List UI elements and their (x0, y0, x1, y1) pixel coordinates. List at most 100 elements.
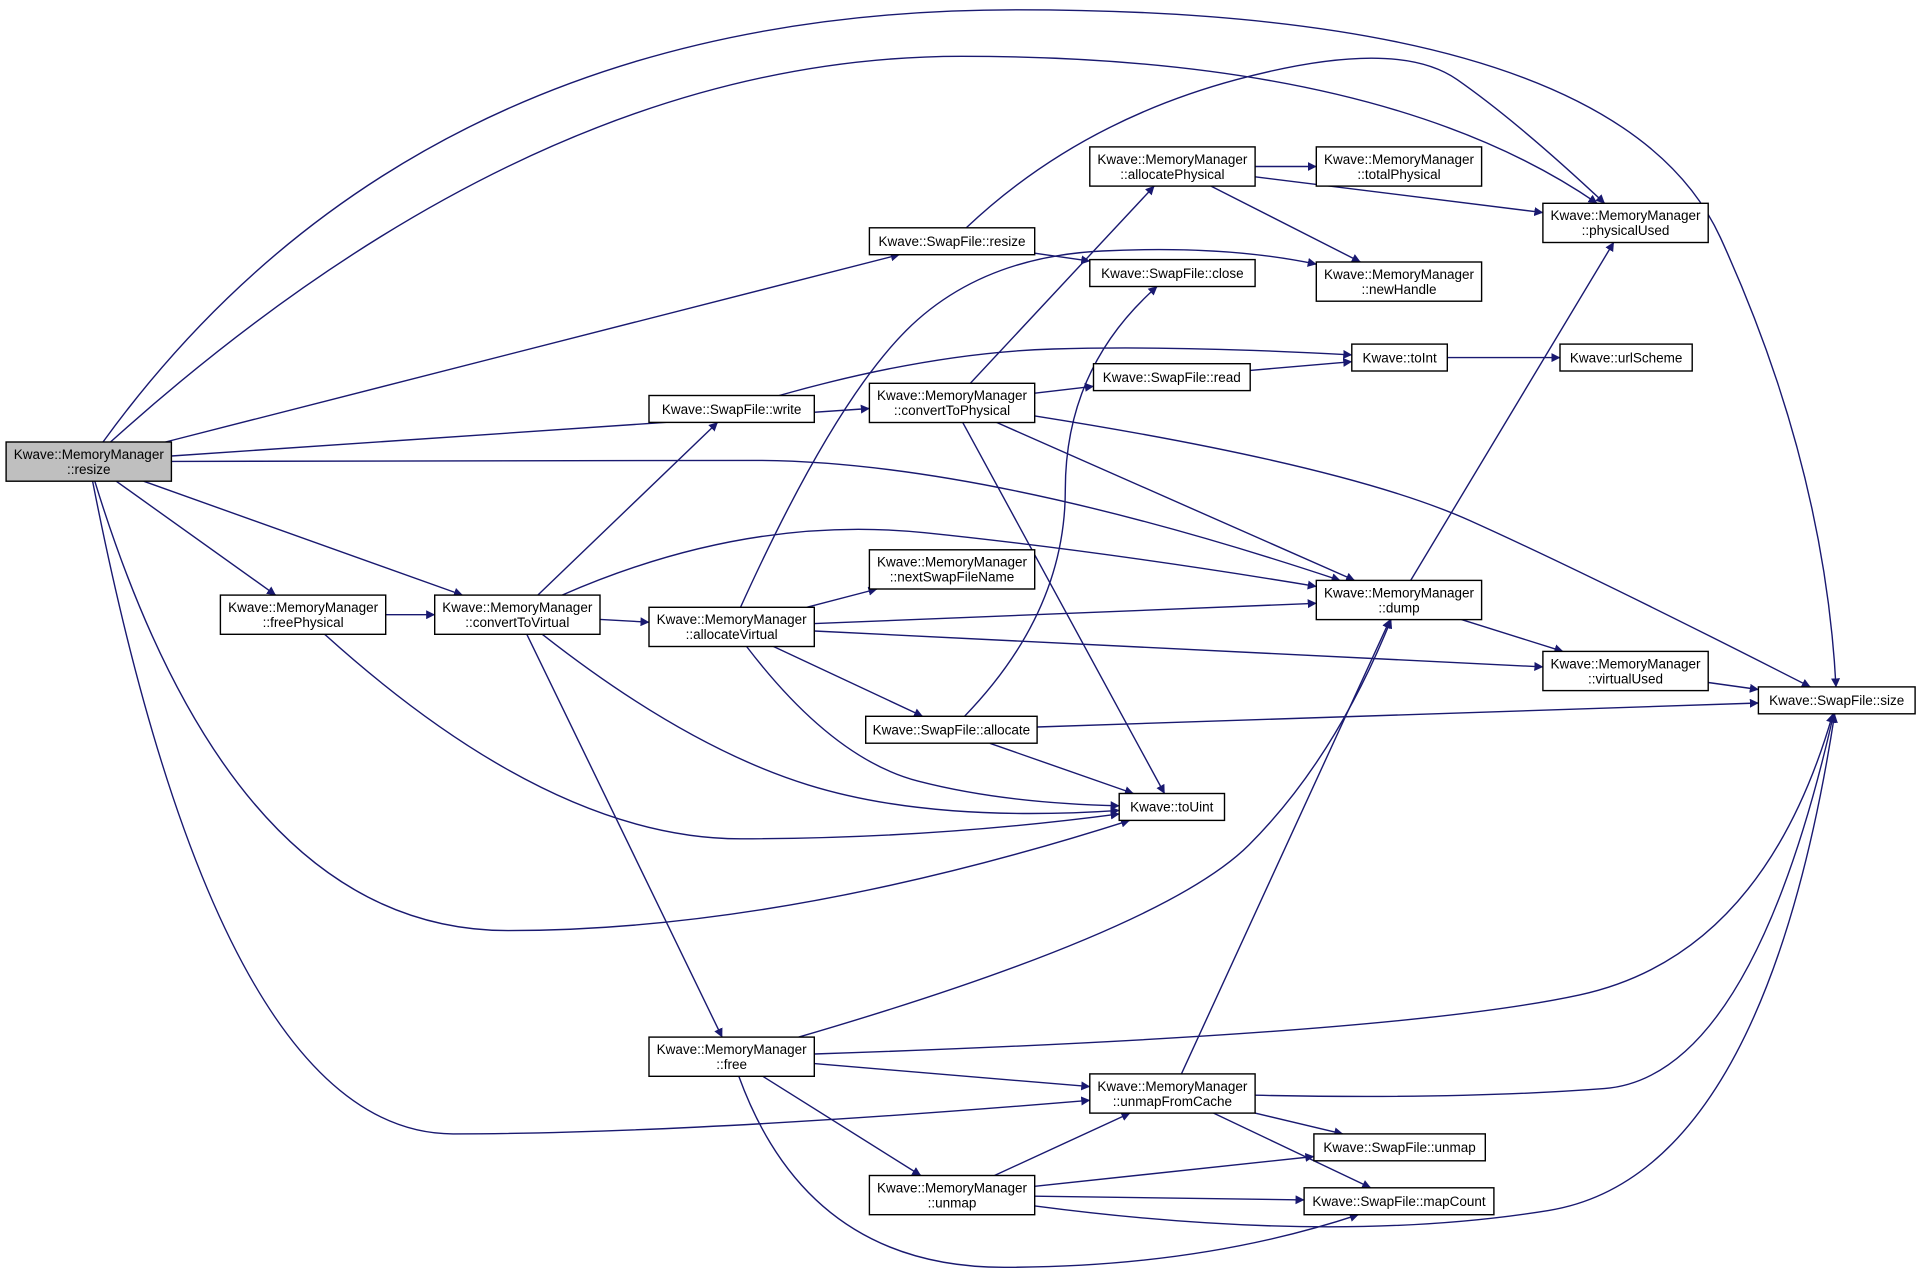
call-edge-mm_unmap-to-sf_unmap (1034, 1152, 1315, 1187)
node-sf_close[interactable]: Kwave::SwapFile::close (1089, 258, 1256, 288)
node-sf_allocate[interactable]: Kwave::SwapFile::allocate (865, 715, 1038, 744)
node-urlScheme[interactable]: Kwave::urlScheme (1559, 343, 1693, 372)
call-edge-mm_unmapFromCache-to-sf_size (1255, 713, 1837, 1098)
call-edge-sf_read-to-toInt (1250, 357, 1353, 372)
call-edge-mm_allocateVirtual-to-sf_allocate (773, 645, 924, 717)
node-label: ::resize (67, 462, 111, 477)
node-toInt[interactable]: Kwave::toInt (1351, 343, 1449, 372)
call-edge-sf_write-to-toInt (779, 347, 1353, 397)
call-edge-sf_resize-to-sf_close (1034, 252, 1091, 265)
call-edge-mm_free-to-mm_dump (798, 619, 1393, 1038)
node-label: Kwave::SwapFile::mapCount (1312, 1194, 1486, 1209)
node-mm_resize[interactable]: Kwave::MemoryManager::resize (5, 441, 173, 482)
node-box (1092, 363, 1251, 392)
call-edge-sf_allocate-to-sf_size (1037, 698, 1759, 728)
node-sf_size[interactable]: Kwave::SwapFile::size (1757, 686, 1916, 715)
call-edge-sf_allocate-to-toUint (989, 742, 1134, 795)
node-box (1757, 686, 1916, 715)
call-edge-mm_free-to-mm_unmap (762, 1075, 922, 1177)
node-sf_read[interactable]: Kwave::SwapFile::read (1092, 363, 1251, 392)
node-mm_nextSwapFileName[interactable]: Kwave::MemoryManager::nextSwapFileName (868, 549, 1036, 590)
node-box (1303, 1187, 1495, 1216)
node-label: Kwave::SwapFile::unmap (1323, 1140, 1475, 1155)
node-box (648, 1036, 816, 1077)
node-mm_free[interactable]: Kwave::MemoryManager::free (648, 1036, 816, 1077)
node-box (1089, 1073, 1256, 1114)
node-label: Kwave::SwapFile::size (1769, 693, 1904, 708)
node-label: Kwave::MemoryManager (1550, 208, 1701, 223)
node-mm_totalPhysical[interactable]: Kwave::MemoryManager::totalPhysical (1315, 146, 1483, 187)
node-box (1313, 1133, 1487, 1162)
node-label: Kwave::MemoryManager (1097, 152, 1248, 167)
node-label: Kwave::MemoryManager (1324, 267, 1475, 282)
node-box (1542, 650, 1709, 692)
node-label: Kwave::MemoryManager (1324, 585, 1475, 600)
node-mm_allocateVirtual[interactable]: Kwave::MemoryManager::allocateVirtual (648, 606, 816, 648)
node-label: ::free (716, 1057, 747, 1072)
node-label: Kwave::SwapFile::close (1101, 266, 1244, 281)
node-toUint[interactable]: Kwave::toUint (1118, 792, 1226, 822)
node-mm_physicalUsed[interactable]: Kwave::MemoryManager::physicalUsed (1542, 202, 1709, 244)
call-edge-mm_allocateVirtual-to-mm_nextSwapFileName (806, 586, 878, 608)
call-edge-mm_allocatePhysical-to-mm_newHandle (1210, 185, 1361, 263)
node-label: Kwave::MemoryManager (1097, 1079, 1248, 1094)
node-label: Kwave::MemoryManager (442, 600, 593, 615)
node-box (648, 394, 816, 424)
call-edge-sf_allocate-to-sf_close (963, 285, 1158, 717)
node-sf_mapCount[interactable]: Kwave::SwapFile::mapCount (1303, 1187, 1495, 1216)
node-sf_resize[interactable]: Kwave::SwapFile::resize (868, 227, 1036, 256)
node-label: ::dump (1378, 600, 1419, 615)
node-box (1351, 343, 1449, 372)
node-label: Kwave::toInt (1362, 350, 1437, 365)
call-edge-mm_free-to-sf_mapCount (738, 1076, 1359, 1269)
node-label: Kwave::MemoryManager (657, 1042, 808, 1057)
node-mm_convertToPhysical[interactable]: Kwave::MemoryManager::convertToPhysical (868, 382, 1036, 424)
node-label: ::unmapFromCache (1113, 1094, 1232, 1109)
node-mm_unmap[interactable]: Kwave::MemoryManager::unmap (868, 1174, 1036, 1216)
call-edge-mm_allocateVirtual-to-mm_dump (814, 599, 1317, 625)
node-box (868, 1174, 1036, 1216)
node-box (1089, 146, 1256, 187)
node-mm_convertToVirtual[interactable]: Kwave::MemoryManager::convertToVirtual (434, 594, 601, 635)
node-mm_freePhysical[interactable]: Kwave::MemoryManager::freePhysical (219, 594, 387, 635)
node-label: Kwave::MemoryManager (877, 388, 1028, 403)
node-sf_write[interactable]: Kwave::SwapFile::write (648, 394, 816, 424)
call-edge-mm_convertToPhysical-to-mm_dump (996, 421, 1356, 582)
node-mm_allocatePhysical[interactable]: Kwave::MemoryManager::allocatePhysical (1089, 146, 1256, 187)
call-edge-mm_free-to-mm_unmapFromCache (814, 1062, 1091, 1091)
node-label: Kwave::toUint (1130, 800, 1214, 815)
node-label: Kwave::SwapFile::write (662, 402, 802, 417)
call-edge-mm_convertToVirtual-to-toUint (541, 633, 1120, 816)
call-edge-mm_convertToPhysical-to-toUint (962, 422, 1166, 794)
call-edge-mm_resize-to-sf_resize (165, 252, 900, 443)
node-box (868, 382, 1036, 424)
node-label: ::allocatePhysical (1120, 167, 1224, 182)
node-label: ::totalPhysical (1357, 167, 1440, 182)
node-box (1089, 258, 1256, 288)
call-edge-mm_resize-to-mm_convertToVirtual (143, 480, 463, 597)
node-mm_newHandle[interactable]: Kwave::MemoryManager::newHandle (1315, 261, 1483, 302)
node-sf_unmap[interactable]: Kwave::SwapFile::unmap (1313, 1133, 1487, 1162)
call-edge-mm_convertToVirtual-to-mm_free (526, 633, 723, 1038)
node-mm_dump[interactable]: Kwave::MemoryManager::dump (1315, 579, 1483, 621)
node-mm_unmapFromCache[interactable]: Kwave::MemoryManager::unmapFromCache (1089, 1073, 1256, 1114)
call-edge-mm_resize-to-mm_freePhysical (115, 480, 277, 596)
node-box (1118, 792, 1226, 822)
node-label: Kwave::MemoryManager (877, 555, 1028, 570)
node-box (1559, 343, 1693, 372)
call-edge-mm_convertToVirtual-to-mm_dump (561, 528, 1317, 596)
call-edge-mm_unmap-to-sf_size (1034, 713, 1838, 1228)
call-edge-mm_allocateVirtual-to-mm_virtualUsed (814, 630, 1544, 671)
call-edge-mm_allocateVirtual-to-mm_newHandle (739, 248, 1317, 608)
node-box (865, 715, 1038, 744)
node-mm_virtualUsed[interactable]: Kwave::MemoryManager::virtualUsed (1542, 650, 1709, 692)
call-edge-sf_resize-to-mm_physicalUsed (965, 57, 1606, 229)
node-label: Kwave::SwapFile::read (1103, 370, 1241, 385)
node-layer: Kwave::MemoryManager::resizeKwave::Memor… (5, 146, 1916, 1216)
call-edge-mm_convertToPhysical-to-sf_size (1034, 415, 1811, 688)
call-edge-mm_resize-to-mm_physicalUsed (110, 55, 1598, 443)
node-box (648, 606, 816, 648)
call-edge-mm_unmapFromCache-to-sf_unmap (1254, 1112, 1344, 1137)
node-label: ::freePhysical (263, 615, 344, 630)
